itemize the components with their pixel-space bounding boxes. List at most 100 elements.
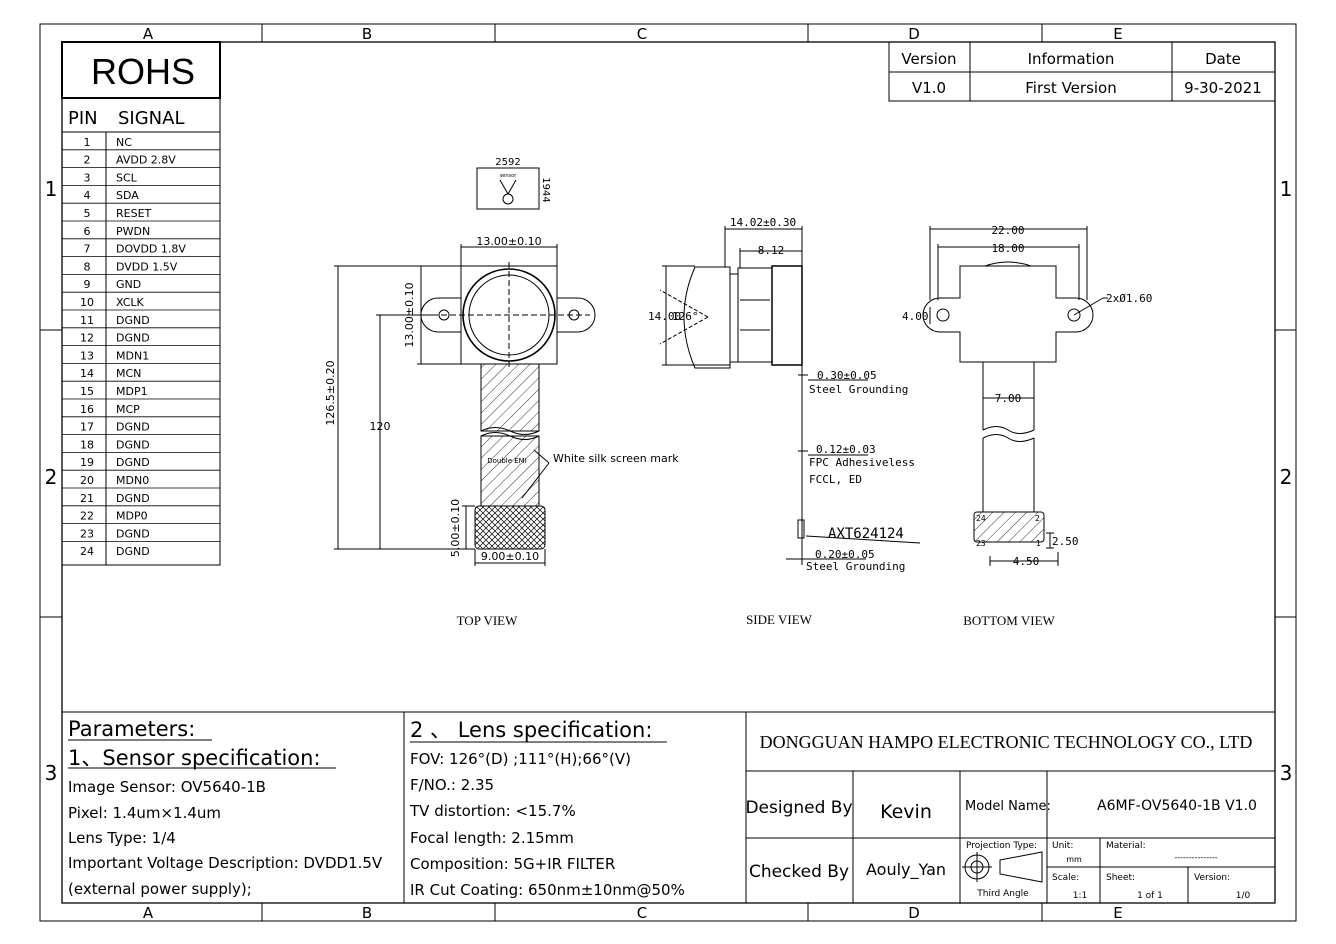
steel1-text: Steel Grounding xyxy=(809,383,908,396)
pin-number: 11 xyxy=(80,314,94,327)
top-dim-conn-h: 5.00±0.10 xyxy=(449,499,462,557)
steel1-val: 0.30±0.05 xyxy=(817,369,877,382)
row-label-2: 2 xyxy=(45,465,58,489)
pin-signal: SDA xyxy=(116,189,139,202)
model-value: A6MF-OV5640-1B V1.0 xyxy=(1097,798,1257,814)
pin-number: 17 xyxy=(80,421,94,434)
version-header: Version xyxy=(901,50,956,68)
sensor-caption: sensor xyxy=(500,173,518,179)
version-label: Version: xyxy=(1194,873,1230,883)
pin1-label: 1 xyxy=(1036,539,1041,548)
lens-line-1: FOV: 126°(D) ;111°(H);66°(V) xyxy=(410,750,631,768)
date-header: Date xyxy=(1205,50,1241,68)
lens-block: 2 、 Lens specification: FOV: 126°(D) ;11… xyxy=(409,718,685,899)
pin-number: 21 xyxy=(80,492,94,505)
title-block: DONGGUAN HAMPO ELECTRONIC TECHNOLOGY CO.… xyxy=(745,732,1256,901)
top-view xyxy=(334,244,596,566)
top-dim-total: 126.5±0.20 xyxy=(324,360,337,425)
pin-number: 14 xyxy=(80,367,94,380)
pin-signal: MCN xyxy=(116,367,141,380)
pin-signal: MCP xyxy=(116,403,140,416)
pin24-label: 24 xyxy=(976,514,986,523)
pin-number: 16 xyxy=(80,403,94,416)
top-view-label: TOP VIEW xyxy=(457,613,519,628)
company-name: DONGGUAN HAMPO ELECTRONIC TECHNOLOGY CO.… xyxy=(760,732,1253,752)
information-value: First Version xyxy=(1025,79,1117,97)
bottom-view-labels: 22.00 18.00 2xØ1.60 4.00 7.00 2.50 4.50 … xyxy=(902,224,1152,628)
side-view-label: SIDE VIEW xyxy=(746,612,813,627)
bottom-dim-22: 22.00 xyxy=(991,224,1024,237)
pin-number: 3 xyxy=(84,171,91,184)
sheet-frame xyxy=(39,23,1297,922)
col-label-b: B xyxy=(362,25,372,43)
lens-line-5: Composition: 5G+IR FILTER xyxy=(410,855,615,873)
pin-signal: NC xyxy=(116,136,132,149)
lens-line-2: F/NO.: 2.35 xyxy=(410,776,494,794)
params-title: Parameters: xyxy=(68,717,195,741)
bottom-dim-400: 4.00 xyxy=(902,310,929,323)
date-value: 9-30-2021 xyxy=(1184,79,1262,97)
pin-signal: DOVDD 1.8V xyxy=(116,243,186,256)
sensor-width: 2592 xyxy=(495,157,520,168)
pin-number: 4 xyxy=(84,189,91,202)
pin-signal: DGND xyxy=(116,456,150,469)
steel2-val: 0.20±0.05 xyxy=(815,548,875,561)
pin-signal: MDP1 xyxy=(116,385,148,398)
side-dim-h: 14.00 xyxy=(648,310,681,323)
pin-signal: DGND xyxy=(116,332,150,345)
pin-number: 19 xyxy=(80,456,94,469)
pin-number: 5 xyxy=(84,207,91,220)
side-view-labels: 14.02±0.30 8.12 14.00 126° 0.30±0.05 Ste… xyxy=(648,216,915,627)
pin-number: 2 xyxy=(84,154,91,167)
bottom-dim-450: 4.50 xyxy=(1013,555,1040,568)
pin-number: 1 xyxy=(84,136,91,149)
frame-labels: A B C D E A B C D E 1 2 3 1 2 3 xyxy=(45,25,1293,922)
top-dim-height: 13.00±0.10 xyxy=(403,282,416,347)
sheet-value: 1 of 1 xyxy=(1137,891,1163,901)
side-view xyxy=(659,226,921,565)
row-label-3: 3 xyxy=(45,761,58,785)
col-label-e: E xyxy=(1113,25,1122,43)
col-label-c-bottom: C xyxy=(637,904,647,922)
pin-signal: MDP0 xyxy=(116,510,148,523)
pin-signal: SCL xyxy=(116,171,138,184)
sensor-height: 1944 xyxy=(540,177,551,202)
pin-signal: DGND xyxy=(116,527,150,540)
pin-number: 8 xyxy=(84,260,91,273)
sensor-line-1: Image Sensor: OV5640-1B xyxy=(68,778,266,796)
top-dim-120: 120 xyxy=(370,420,391,433)
side-dim-total: 14.02±0.30 xyxy=(730,216,796,229)
designed-value: Kevin xyxy=(880,801,932,823)
sensor-line-4: Important Voltage Description: DVDD1.5V xyxy=(68,854,383,872)
row-label-3-right: 3 xyxy=(1280,761,1293,785)
pin-number: 22 xyxy=(80,510,94,523)
col-label-e-bottom: E xyxy=(1113,904,1122,922)
unit-label: Unit: xyxy=(1052,841,1073,851)
pin-header: PIN xyxy=(68,108,98,129)
rohs-label: ROHS xyxy=(91,51,195,92)
side-dim-812: 8.12 xyxy=(758,244,785,257)
pin-number: 23 xyxy=(80,527,94,540)
pin-number: 13 xyxy=(80,349,94,362)
top-view-labels: 13.00±0.10 13.00±0.10 126.5±0.20 120 5.0… xyxy=(324,235,679,628)
pin-signal: DGND xyxy=(116,492,150,505)
pin-signal: DGND xyxy=(116,421,150,434)
fpc-val: 0.12±0.03 xyxy=(816,443,876,456)
fpc-text1: FPC Adhesiveless xyxy=(809,456,915,469)
col-label-b-bottom: B xyxy=(362,904,372,922)
sheet-label: Sheet: xyxy=(1106,873,1135,883)
material-label: Material: xyxy=(1106,841,1146,851)
sensor-line-3: Lens Type: 1/4 xyxy=(68,829,176,847)
bottom-blocks xyxy=(62,711,1275,903)
projection-value: Third Angle xyxy=(976,889,1029,899)
bottom-dim-hole: 2xØ1.60 xyxy=(1106,292,1152,305)
pin-signal: DGND xyxy=(116,314,150,327)
connector-label: AXT624124 xyxy=(828,526,904,542)
version-value: V1.0 xyxy=(912,79,946,97)
bottom-dim-700: 7.00 xyxy=(995,392,1022,405)
pin-number: 9 xyxy=(84,278,91,291)
pin2-label: 2 xyxy=(1035,514,1040,523)
designed-label: Designed By xyxy=(745,798,852,818)
